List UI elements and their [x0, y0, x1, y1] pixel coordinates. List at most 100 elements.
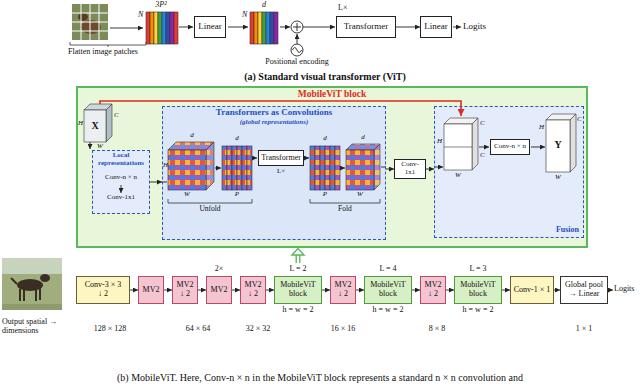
text-label: C [114, 112, 119, 120]
text-label: X [91, 120, 98, 131]
tensor-cube [84, 104, 112, 142]
embedding-stack [250, 12, 278, 44]
label-holder: Fold [338, 205, 352, 213]
text-label: d [262, 1, 266, 10]
mv2-box: MV2↓ 2 [420, 276, 446, 304]
flow-arrow [179, 27, 193, 28]
text-label: H [437, 138, 442, 146]
text-holder: Conv-n × n [93, 174, 149, 182]
text-label: Conv-1x1 [397, 161, 423, 176]
embedding-stack [270, 12, 274, 44]
patch-stack [162, 12, 166, 44]
label-holder: N [138, 11, 143, 20]
label-holder: d [361, 134, 365, 142]
label-holder: (a) Standard visual transformer (ViT) [244, 71, 406, 82]
dog-photo [2, 304, 62, 310]
sum-symbol [291, 21, 303, 33]
process-box: Conv-1x1 [394, 159, 426, 179]
flow-arrow [531, 147, 545, 148]
region-box: Local representationsConv-n × n Conv-1x1 [92, 150, 150, 214]
label-holder: W [455, 172, 461, 180]
text-label: d [361, 134, 365, 142]
unfold-cube [168, 150, 206, 190]
text-label: C [480, 152, 485, 160]
label-holder: Logits [614, 285, 634, 294]
flow-arrow [341, 168, 345, 169]
flow-arrow [228, 27, 248, 28]
text-label: C [577, 116, 582, 124]
label-holder: Flatten image patches [68, 48, 138, 57]
sum-symbol [293, 23, 301, 31]
flow-arrow [453, 27, 461, 28]
text-label: MV2 [335, 281, 352, 290]
text-label: MobileViT block [367, 281, 409, 299]
text-label: ↓ 2 [248, 290, 258, 299]
text-label: H [78, 120, 83, 128]
text-label: W [184, 191, 190, 199]
text-label: P [323, 191, 327, 199]
embedding-stack [258, 12, 262, 44]
label-holder: W [184, 191, 190, 199]
patch-stack [335, 146, 340, 190]
flow-arrow [90, 142, 613, 290]
patch-stack [146, 12, 178, 44]
flow-arrow [303, 27, 335, 28]
dog-photo [2, 258, 62, 274]
mv2-box: MV2↓ 2 [330, 276, 356, 304]
tensor-cube [84, 110, 106, 142]
text-label: Conv-3 × 3 [85, 281, 122, 290]
sine-symbol [291, 44, 303, 56]
tensor-cube [106, 104, 112, 142]
text-holder: h = w = 2 [443, 306, 513, 315]
dog-photo [2, 258, 62, 310]
text-label: d [190, 132, 194, 140]
label-holder: 1 × 1 [576, 325, 593, 334]
label-holder: d [235, 135, 239, 143]
label-holder: Unfold [199, 205, 220, 213]
text-label: C [480, 120, 485, 128]
label-holder: d [190, 132, 194, 140]
sine-symbol [293, 48, 302, 53]
text-label: 128 × 128 [94, 325, 127, 334]
text-label: 2× [215, 265, 224, 274]
sine-symbol [291, 44, 303, 56]
mobilevit-box: L = 4MobileViT blockh = w = 2 [364, 276, 412, 304]
text-label: Fusion [556, 226, 579, 235]
text-label: d [323, 135, 327, 143]
flow-arrow [215, 168, 221, 169]
label-holder: 128 × 128 [94, 325, 127, 334]
sum-symbol [291, 21, 303, 33]
concat-cube [444, 124, 472, 170]
fold-cube [346, 144, 380, 190]
fold-cube [374, 144, 380, 190]
label-holder: 64 × 64 [186, 325, 211, 334]
label-holder: Y [554, 139, 561, 150]
label-holder: P [235, 191, 239, 199]
text-label: Transformers as Convolutions [163, 108, 385, 118]
label-holder: C [480, 152, 485, 160]
patch-stack [154, 12, 158, 44]
flow-arrow [297, 34, 298, 44]
arrow-connector [322, 290, 330, 291]
dog-photo [40, 274, 50, 282]
text-label: L = 4 [353, 265, 423, 274]
text-label: Local representations [94, 152, 148, 167]
label-holder: L× [338, 4, 347, 13]
flow-arrow [121, 185, 122, 193]
process-box: Transformer [258, 150, 304, 166]
label-holder: 3P² [155, 1, 166, 10]
text-label: h = w = 2 [443, 306, 513, 315]
mv2-box: MV2↓ 2 [172, 276, 198, 304]
label-holder: C [577, 116, 582, 124]
mobilevit-box: L = 3MobileViT blockh = w = 2 [454, 276, 502, 304]
mv2-box: MV2 [138, 276, 164, 304]
text-label: Conv-1x1 [93, 194, 149, 202]
arrow-connector [356, 290, 364, 291]
text-label: W [357, 191, 363, 199]
text-label: Conv-n × n [93, 174, 149, 182]
text-label: MV2 [425, 281, 442, 290]
text-label: ↓ 2 [338, 290, 348, 299]
flow-arrow [253, 158, 257, 159]
text-label: 32 × 32 [246, 325, 271, 334]
text-label: Y [554, 139, 561, 150]
